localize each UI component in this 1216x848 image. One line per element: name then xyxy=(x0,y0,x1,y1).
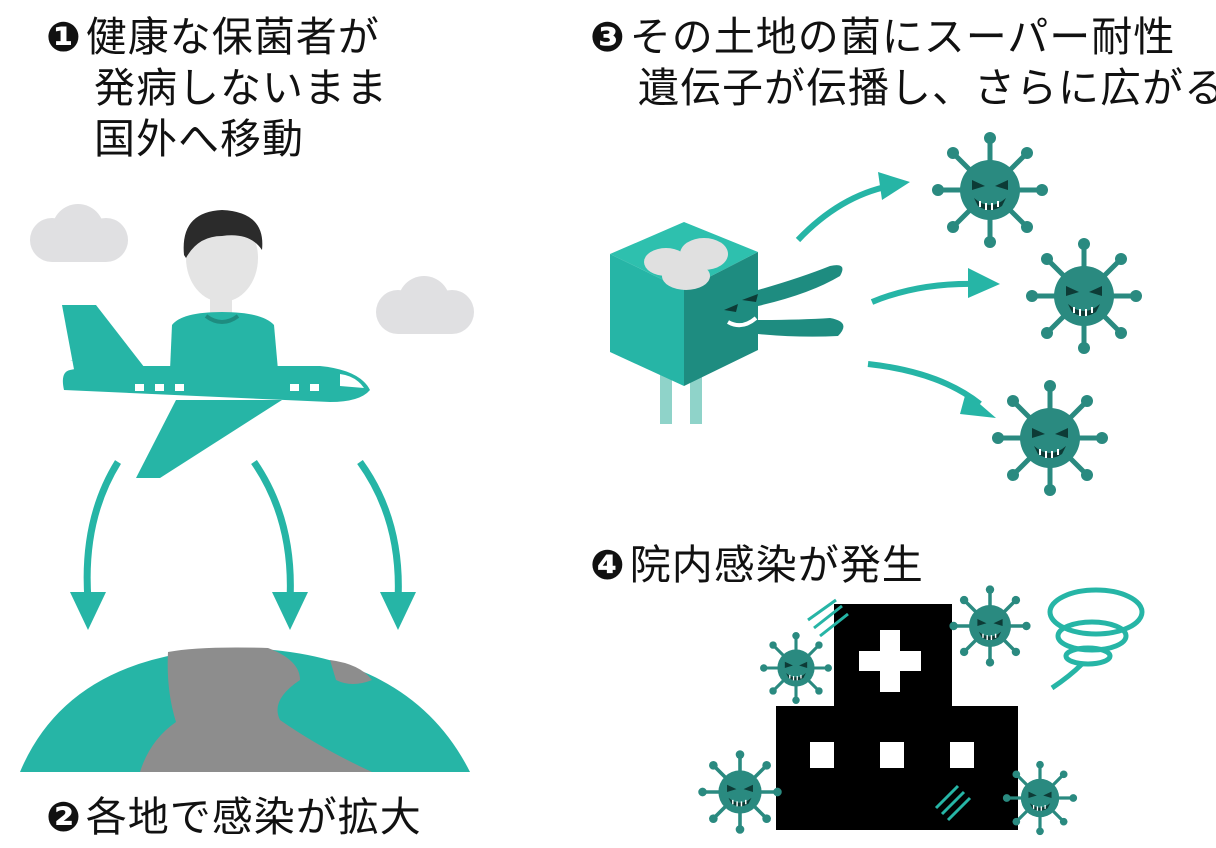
step-4-line-1: 院内感染が発生 xyxy=(629,541,924,589)
arrow-head-1 xyxy=(70,592,106,630)
step-1-line-2: 発病しないまま xyxy=(94,64,388,112)
virus-icon-1 xyxy=(932,132,1048,248)
step-3-number: ❸ xyxy=(590,13,626,61)
step-3-line-1: その土地の菌にスーパー耐性 xyxy=(629,13,1176,61)
step-4-number: ❹ xyxy=(590,541,626,589)
step-1-caption: ❶健康な保菌者が 発病しないまま 国外へ移動 xyxy=(46,12,388,165)
step-1-line-1: 健康な保菌者が xyxy=(85,13,380,61)
bacteria-box-character-icon xyxy=(610,222,844,424)
traveler-icon xyxy=(170,210,278,370)
step-3-line-2: 遺伝子が伝播し、さらに広がる xyxy=(638,64,1216,112)
step-1-line-3: 国外へ移動 xyxy=(94,115,304,163)
virus-icon-7 xyxy=(1001,759,1079,837)
arrow-head-5 xyxy=(968,268,1000,298)
step-3-caption: ❸その土地の菌にスーパー耐性 遺伝子が伝播し、さらに広がる xyxy=(590,12,1216,114)
arrow-head-3 xyxy=(380,592,416,630)
step-2-caption: ❷各地で感染が拡大 xyxy=(46,792,422,843)
step-4-caption: ❹院内感染が発生 xyxy=(590,540,924,591)
step-2-number: ❷ xyxy=(46,793,82,841)
step-1-number: ❶ xyxy=(46,13,82,61)
swirl-icon xyxy=(1047,587,1145,691)
arrow-icon-group-left xyxy=(83,459,402,601)
virus-icon-2 xyxy=(1026,238,1142,354)
arrow-head-2 xyxy=(272,592,308,630)
arrow-head-4 xyxy=(878,172,910,200)
arrow-icon-group-right xyxy=(795,183,982,407)
arrow-head-6 xyxy=(960,392,996,418)
virus-icon-3 xyxy=(992,380,1108,496)
cloud-icon-left xyxy=(30,204,128,262)
hospital-icon xyxy=(776,598,1018,830)
airplane-icon xyxy=(62,305,370,478)
virus-icon-5 xyxy=(947,583,1033,669)
virus-icon-6 xyxy=(696,748,784,836)
step-2-line-1: 各地で感染が拡大 xyxy=(85,793,422,841)
cloud-icon-right xyxy=(376,276,474,334)
globe-icon xyxy=(20,647,470,772)
virus-icon-4 xyxy=(758,630,834,706)
